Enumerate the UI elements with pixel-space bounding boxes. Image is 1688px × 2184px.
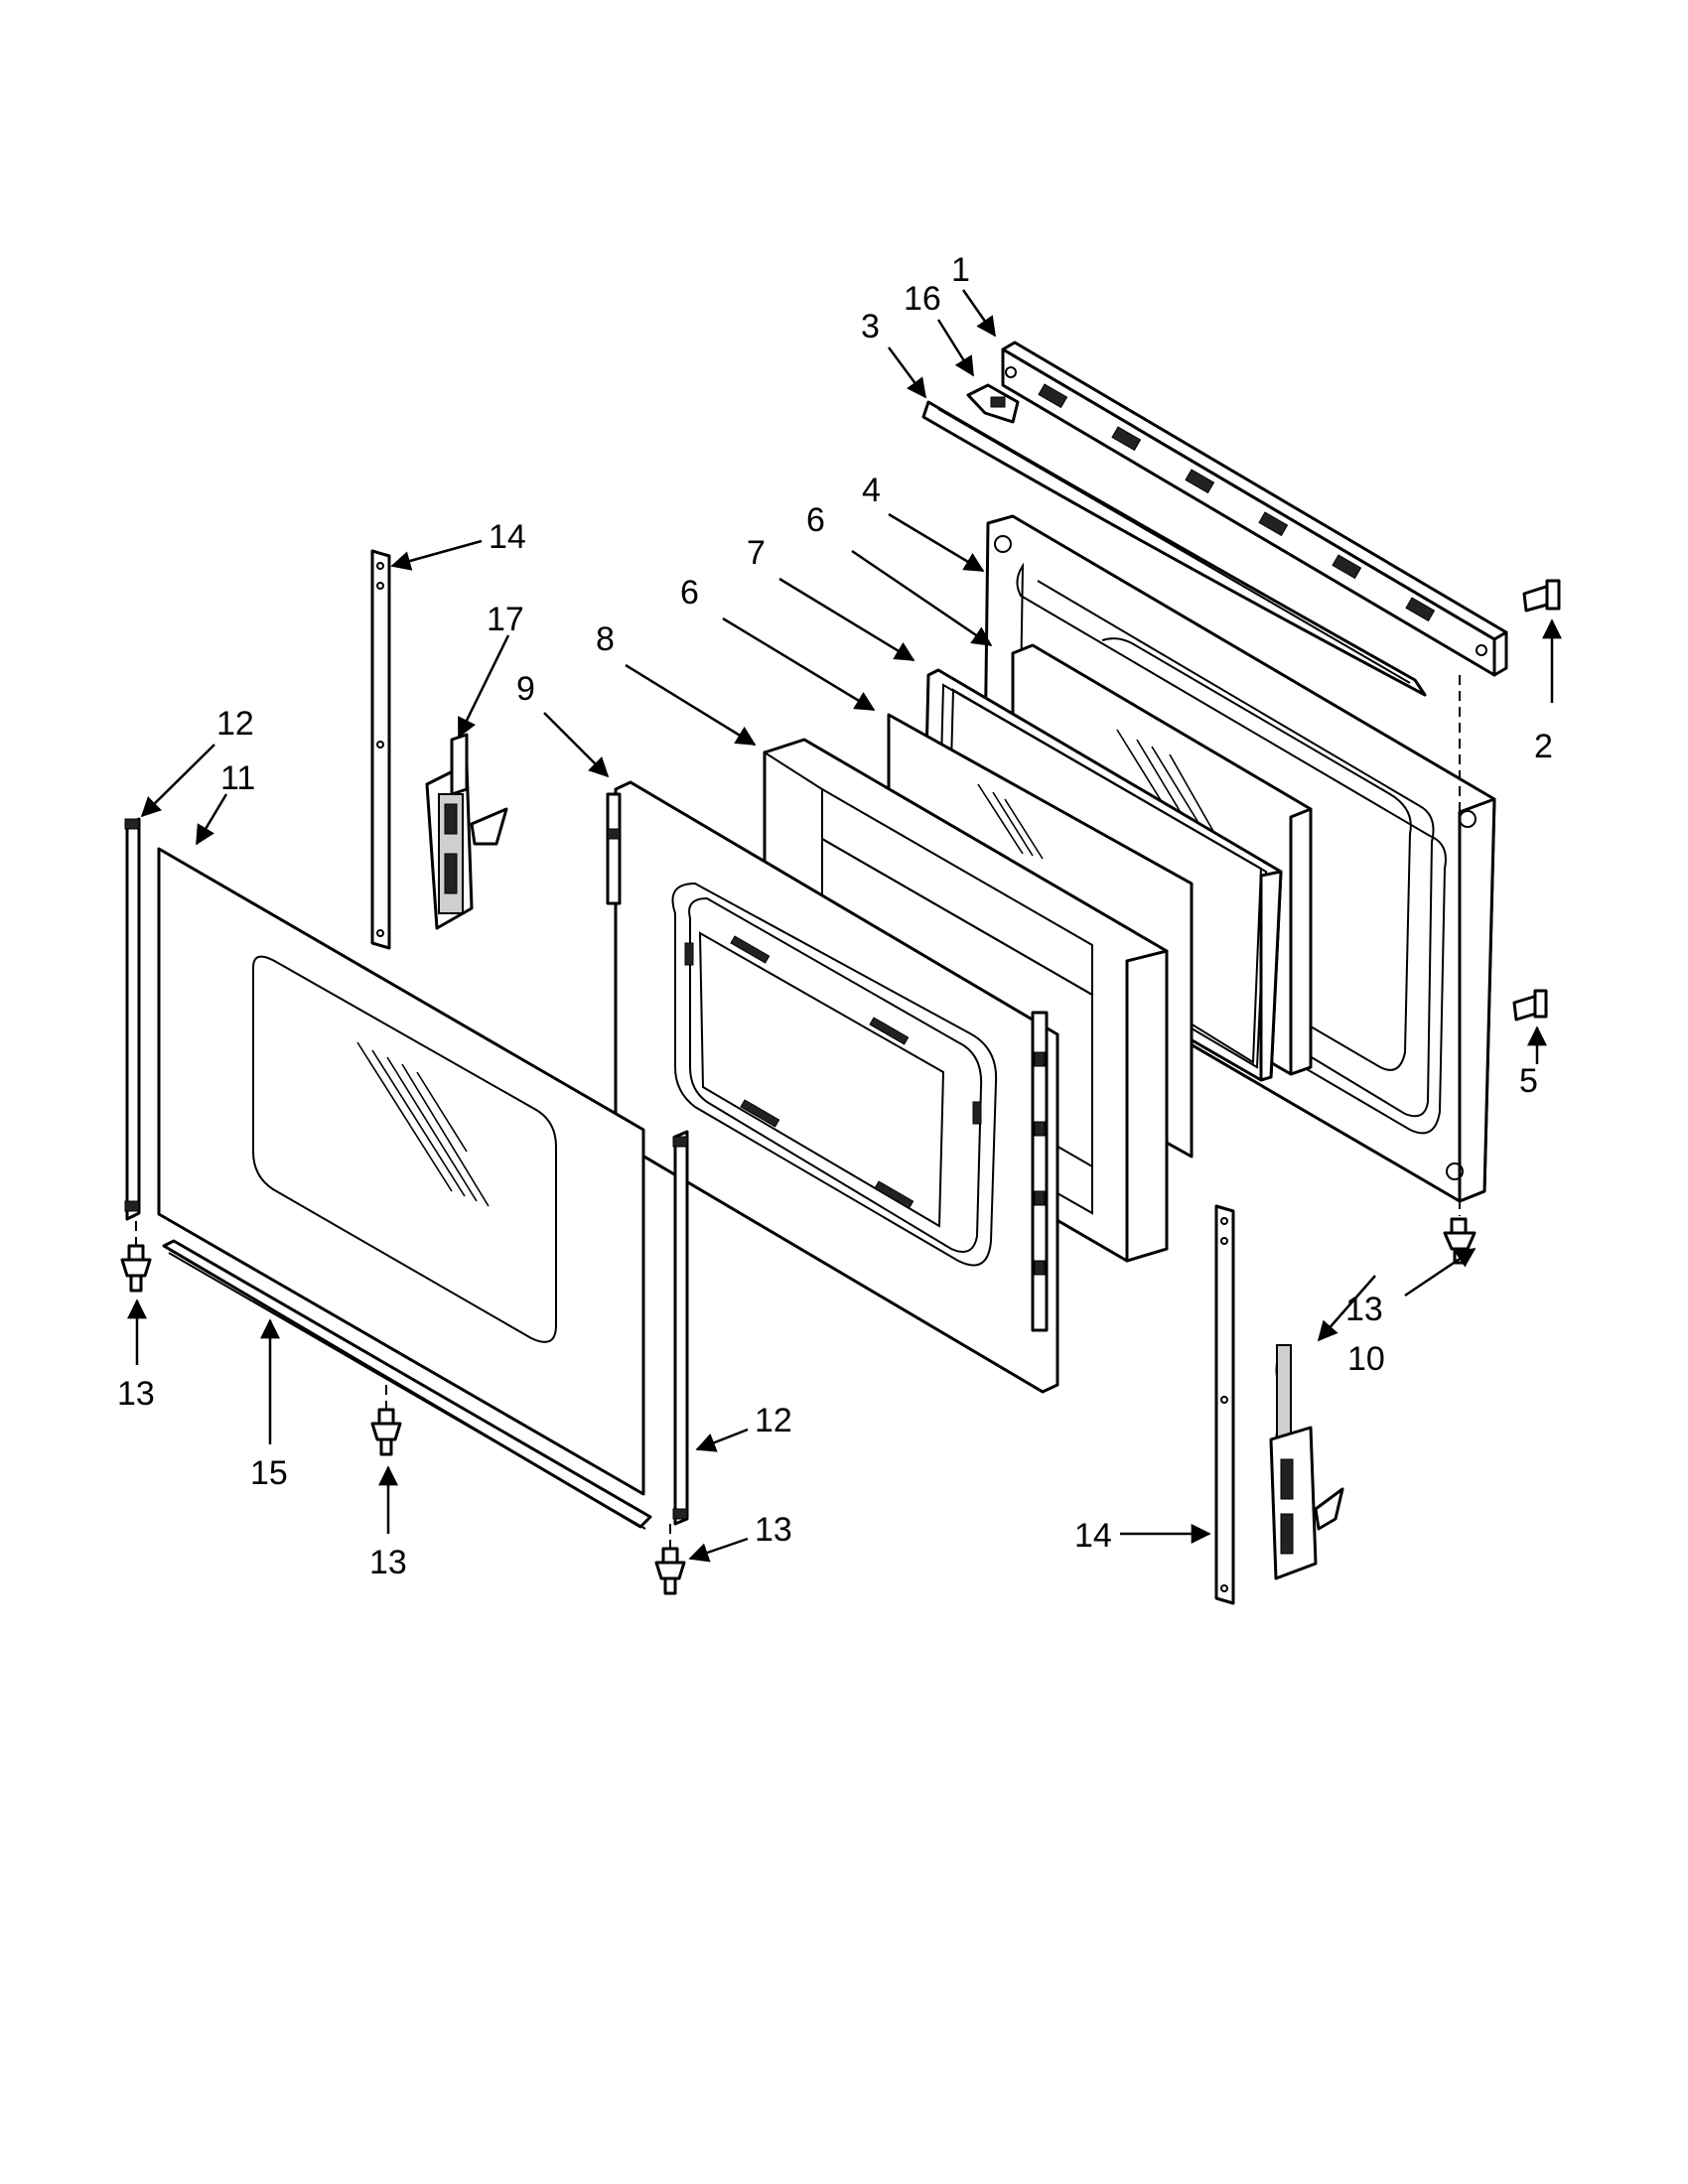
part-13-screw-bottom xyxy=(370,1408,402,1456)
callout-9: 9 xyxy=(516,670,535,708)
callout-10: 10 xyxy=(1347,1340,1385,1378)
callout-7: 7 xyxy=(747,534,766,572)
part-9-inner-door-liner xyxy=(606,780,1059,1394)
part-5-screw xyxy=(1512,989,1548,1022)
part-2-screw xyxy=(1522,579,1561,613)
callout-12-right: 12 xyxy=(755,1402,792,1439)
callout-4: 4 xyxy=(862,472,881,509)
callout-12-left: 12 xyxy=(216,705,254,743)
part-14-hinge-channel-left xyxy=(370,549,391,950)
callout-13-right: 13 xyxy=(1345,1291,1383,1328)
callout-2: 2 xyxy=(1534,728,1553,765)
callout-5: 5 xyxy=(1519,1062,1538,1100)
callout-8: 8 xyxy=(596,620,615,658)
callout-3: 3 xyxy=(861,308,880,345)
part-13-screw-bottom-right xyxy=(654,1547,686,1595)
part-11-outer-door-panel xyxy=(157,847,645,1496)
part-10-hinge-right xyxy=(1269,1344,1344,1580)
part-16-latch-block xyxy=(966,383,1020,424)
part-13-screw-left xyxy=(120,1244,152,1293)
callout-13-bottom-right: 13 xyxy=(755,1511,792,1549)
liner-side-tabs xyxy=(606,792,1049,1332)
part-15-bottom-trim xyxy=(162,1239,652,1530)
callout-16: 16 xyxy=(904,280,941,318)
part-12-side-trim-right xyxy=(672,1130,689,1526)
callout-14-upper: 14 xyxy=(489,518,526,556)
callout-14-lower: 14 xyxy=(1074,1517,1112,1555)
leader-lines xyxy=(127,289,1562,1563)
part-1-vent-trim xyxy=(1001,341,1508,677)
part-17-hinge-left xyxy=(425,733,508,930)
callout-6-upper: 6 xyxy=(806,501,825,539)
callout-13-left: 13 xyxy=(117,1375,155,1413)
callout-13-bottom: 13 xyxy=(369,1544,407,1581)
callout-labels: 1 16 3 4 6 7 6 8 9 14 17 12 11 2 5 13 10… xyxy=(117,251,1553,1581)
callout-17: 17 xyxy=(487,601,524,638)
assembly-lines xyxy=(135,675,1461,1549)
part-14-hinge-channel-right xyxy=(1214,1204,1235,1605)
callout-11: 11 xyxy=(220,759,255,797)
part-12-side-trim-left xyxy=(124,817,141,1221)
callout-15: 15 xyxy=(250,1454,288,1492)
part-3-door-handle xyxy=(921,400,1427,697)
callout-6-lower: 6 xyxy=(680,574,699,612)
part-13-screw-top-right xyxy=(1443,1217,1477,1265)
vent-slots xyxy=(1038,383,1436,622)
callout-1: 1 xyxy=(951,251,970,289)
